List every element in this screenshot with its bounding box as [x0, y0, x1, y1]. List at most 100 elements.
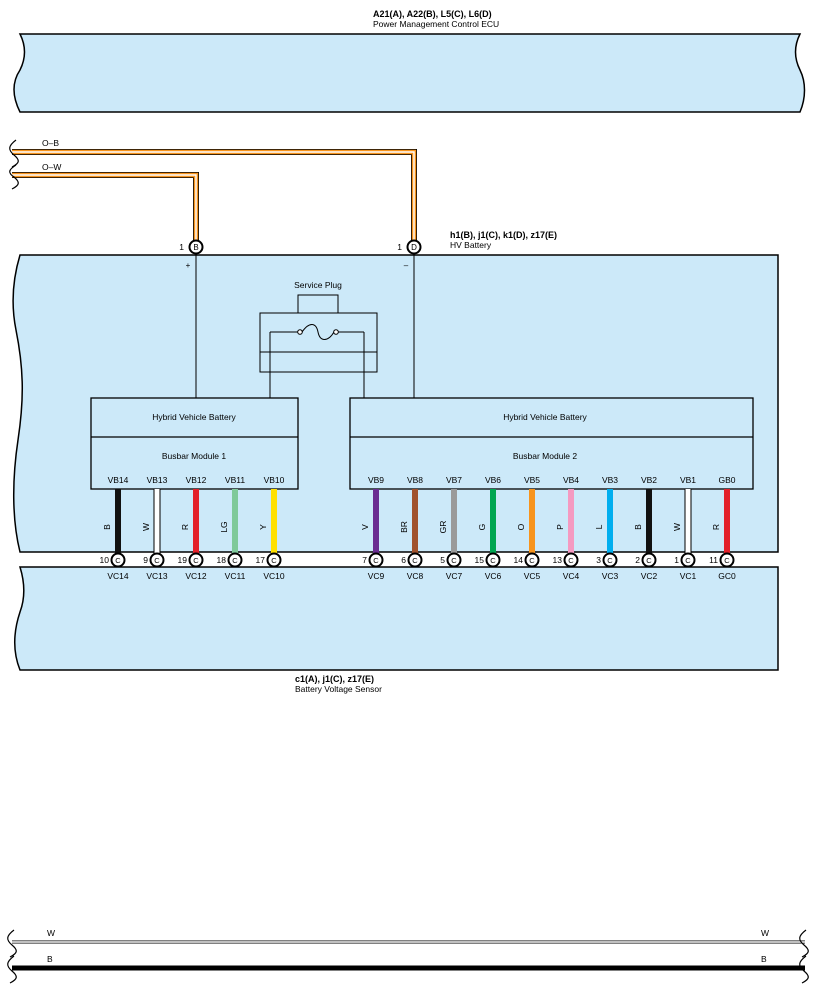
pin-number: 15 [475, 555, 485, 565]
svg-text:1: 1 [179, 242, 184, 252]
connector-letter: C [115, 556, 121, 565]
pin-number: 3 [596, 555, 601, 565]
sensor-terminal-label: VC3 [602, 571, 619, 581]
pin-number: 11 [709, 555, 718, 565]
wire-color-label: L [594, 524, 604, 529]
wire-break-mark [799, 929, 809, 958]
wire-color-label: W [141, 523, 151, 531]
wire-break-mark [7, 955, 17, 984]
connector-pin [227, 552, 243, 568]
feed-wire-ob [12, 149, 417, 242]
svg-text:D: D [411, 243, 417, 252]
connector-pin [602, 552, 618, 568]
wire-color-label: LG [219, 521, 229, 532]
svg-text:–: – [404, 261, 409, 270]
hv-battery-name: HV Battery [450, 240, 492, 250]
terminal-label: VB13 [147, 475, 168, 485]
connector-letter: C [412, 556, 418, 565]
sensor-name: Battery Voltage Sensor [295, 684, 382, 694]
module-1-subtitle: Busbar Module 1 [162, 451, 227, 461]
connector-pin [407, 552, 423, 568]
module-1-title: Hybrid Vehicle Battery [152, 412, 236, 422]
connector-pin [524, 552, 540, 568]
wire-color-label: G [477, 524, 487, 531]
wire-break-mark [799, 955, 809, 984]
sensor-terminal-label: VC2 [641, 571, 658, 581]
module-2-subtitle: Busbar Module 2 [513, 451, 578, 461]
feed-wire-ob-color: O–B [42, 138, 59, 148]
busbar-wires: VB14BC10VC14VB13WC9VC13VB12RC19VC12VB11L… [100, 475, 736, 581]
service-plug [259, 294, 378, 398]
pin-number: 5 [440, 555, 445, 565]
wire-color-label: BR [399, 521, 409, 533]
pin-number: 14 [514, 555, 524, 565]
ecu-name: Power Management Control ECU [373, 19, 499, 29]
hv-battery-codes: h1(B), j1(C), k1(D), z17(E) [450, 230, 557, 240]
svg-text:B: B [47, 954, 53, 964]
sensor-terminal-label: VC12 [185, 571, 207, 581]
bottom-wire-b: B B [12, 954, 805, 971]
pin-number: 6 [401, 555, 406, 565]
pin-number: 13 [553, 555, 563, 565]
sensor-terminal-label: GC0 [718, 571, 736, 581]
wire-color-label: B [102, 524, 112, 530]
pin-number: 17 [256, 555, 266, 565]
connector-pin [149, 552, 165, 568]
sensor-terminal-label: VC13 [146, 571, 168, 581]
sensor-terminal-label: VC11 [225, 571, 246, 581]
svg-text:1: 1 [397, 242, 402, 252]
connector-pin [188, 552, 204, 568]
connector-pin [368, 552, 384, 568]
terminal-label: GB0 [718, 475, 735, 485]
sensor-terminal-label: VC10 [263, 571, 285, 581]
sensor-panel [14, 566, 779, 671]
module-2-title: Hybrid Vehicle Battery [503, 412, 587, 422]
terminal-label: VB8 [407, 475, 423, 485]
connector-letter: C [154, 556, 160, 565]
terminal-label: VB11 [225, 475, 245, 485]
sensor-terminal-label: VC7 [446, 571, 463, 581]
wire-break-mark [9, 139, 19, 168]
bottom-wire-w: W W [12, 928, 805, 944]
svg-text:W: W [761, 928, 769, 938]
pin-number: 2 [635, 555, 640, 565]
terminal-label: VB1 [680, 475, 696, 485]
connector-letter: C [490, 556, 496, 565]
pin-number: 10 [100, 555, 110, 565]
connector-letter: C [271, 556, 277, 565]
connector-letter: C [373, 556, 379, 565]
connector-pin [485, 552, 501, 568]
wire-color-label: GR [438, 521, 448, 534]
ecu-codes: A21(A), A22(B), L5(C), L6(D) [373, 9, 492, 19]
connector-pin [680, 552, 696, 568]
terminal-label: VB14 [108, 475, 129, 485]
pin-number: 19 [178, 555, 188, 565]
svg-text:+: + [186, 261, 191, 270]
connector-letter: C [646, 556, 652, 565]
terminal-label: VB9 [368, 475, 384, 485]
sensor-terminal-label: VC5 [524, 571, 541, 581]
sensor-terminal-label: VC9 [368, 571, 385, 581]
wire-color-label: O [516, 523, 526, 530]
sensor-terminal-label: VC14 [107, 571, 129, 581]
terminal-label: VB3 [602, 475, 618, 485]
connector-letter: C [724, 556, 730, 565]
terminal-label: VB7 [446, 475, 462, 485]
wire-break-mark [7, 929, 17, 958]
hv-minus-terminal: D 1 – [397, 239, 422, 270]
wire-color-label: P [555, 524, 565, 530]
connector-pin [641, 552, 657, 568]
terminal-label: VB4 [563, 475, 579, 485]
